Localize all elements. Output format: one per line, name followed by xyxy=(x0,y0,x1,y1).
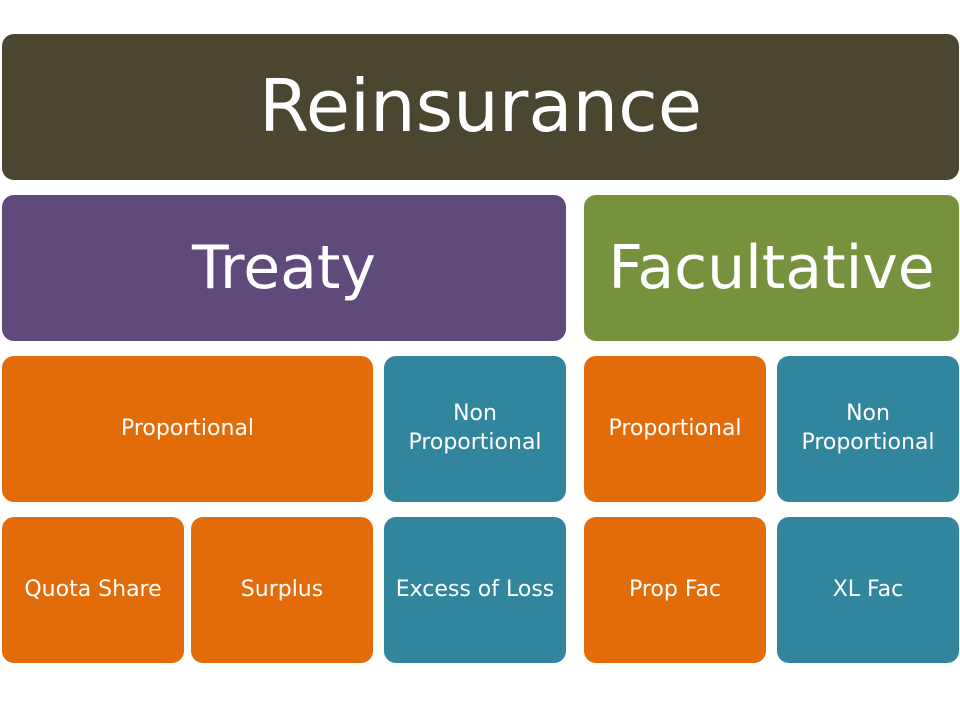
surplus-box: Surplus xyxy=(191,517,373,663)
treaty-proportional-box: Proportional xyxy=(2,356,373,502)
excess-of-loss-label: Excess of Loss xyxy=(395,576,555,602)
treaty-proportional-label: Proportional xyxy=(120,415,255,441)
reinsurance-label: Reinsurance xyxy=(258,64,703,149)
quota-share-box: Quota Share xyxy=(2,517,184,663)
quota-share-label: Quota Share xyxy=(24,576,162,602)
treaty-non-proportional-box: Non Proportional xyxy=(384,356,566,502)
excess-of-loss-box: Excess of Loss xyxy=(384,517,566,663)
facultative-proportional-label: Proportional xyxy=(608,415,742,441)
xl-fac-label: XL Fac xyxy=(832,576,904,602)
surplus-label: Surplus xyxy=(240,576,324,602)
facultative-proportional-box: Proportional xyxy=(584,356,766,502)
treaty-box: Treaty xyxy=(2,195,566,341)
facultative-non-proportional-box: Non Proportional xyxy=(777,356,959,502)
prop-fac-box: Prop Fac xyxy=(584,517,766,663)
facultative-box: Facultative xyxy=(584,195,959,341)
facultative-label: Facultative xyxy=(608,233,935,303)
prop-fac-label: Prop Fac xyxy=(628,576,722,602)
facultative-non-proportional-label: Non Proportional xyxy=(801,401,935,455)
xl-fac-box: XL Fac xyxy=(777,517,959,663)
treaty-non-proportional-label: Non Proportional xyxy=(408,401,542,455)
treaty-label: Treaty xyxy=(192,233,376,303)
reinsurance-box: Reinsurance xyxy=(2,34,959,180)
